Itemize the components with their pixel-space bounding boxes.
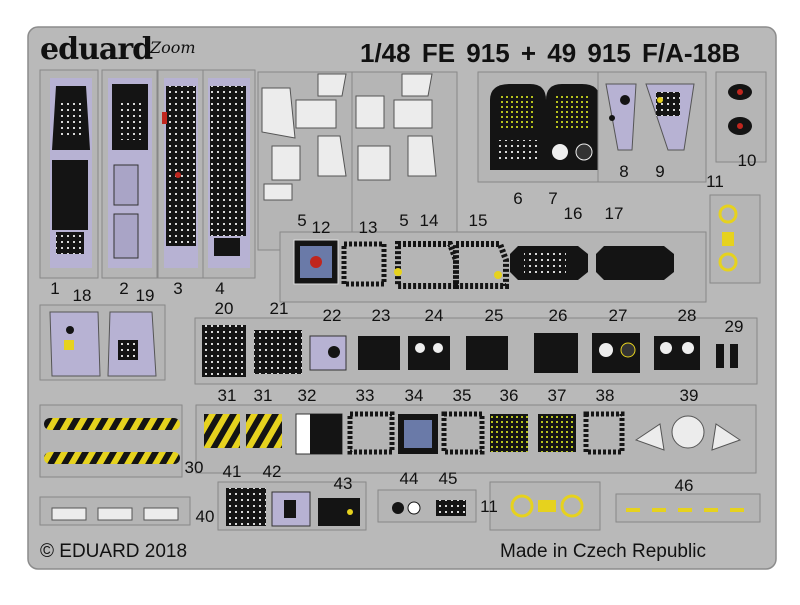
part-number-label: 42 <box>262 462 282 481</box>
part-number-label: 26 <box>548 306 568 325</box>
part-number-label: 23 <box>371 306 391 325</box>
origin-notice: Made in Czech Republic <box>500 541 706 562</box>
part-number-label: 32 <box>297 386 317 405</box>
part-number-label: 25 <box>484 306 504 325</box>
part-number-label: 11 <box>706 172 724 191</box>
part-number-label: 43 <box>333 474 353 493</box>
part-number-label: 8 <box>619 162 629 181</box>
part-number-label: 13 <box>358 218 378 237</box>
brand-logo: eduard <box>40 32 153 67</box>
part-11-buckle <box>709 194 761 284</box>
part-number-label: 24 <box>424 306 444 325</box>
part-1-panel <box>39 69 99 279</box>
part-number-label: 46 <box>674 476 694 495</box>
part-number-label: 30 <box>184 458 204 477</box>
part-number-label: 29 <box>724 317 744 336</box>
part-number-label: 22 <box>322 306 342 325</box>
part-9-side-panel <box>645 83 695 151</box>
part-number-label: 27 <box>608 306 628 325</box>
part-number-label: 31 <box>217 386 237 405</box>
part-number-label: 28 <box>677 306 697 325</box>
part-16-panel <box>510 246 588 280</box>
part-number-label: 39 <box>679 386 699 405</box>
part-2-panel <box>101 69 158 279</box>
part-number-label: 20 <box>214 299 234 318</box>
part-number-label: 17 <box>604 204 624 223</box>
part-number-label: 21 <box>269 299 289 318</box>
part-number-label: 4 <box>215 279 225 298</box>
part-5-brackets-right <box>351 71 458 251</box>
part-5-brackets-left <box>257 71 359 251</box>
part-30-warning-straps <box>39 404 183 478</box>
part-number-label: 2 <box>119 279 129 298</box>
part-40-strips <box>39 496 191 526</box>
series-logo: Zoom <box>150 38 196 57</box>
part-number-label: 1 <box>50 279 60 298</box>
part-number-label: 15 <box>468 211 488 230</box>
part-number-label: 6 <box>513 189 523 208</box>
part-number-label: 34 <box>404 386 424 405</box>
parts-31-39-row <box>195 404 757 474</box>
copyright-notice: © EDUARD 2018 <box>40 541 188 562</box>
part-number-label: 19 <box>135 286 155 305</box>
part-number-label: 5 <box>297 211 307 230</box>
part-number-label: 9 <box>655 162 665 181</box>
part-number-label: 35 <box>452 386 472 405</box>
part-number-label: 18 <box>72 286 92 305</box>
part-number-label: 12 <box>311 218 331 237</box>
part-3-panel <box>157 69 204 279</box>
parts-20-29-row <box>194 317 758 385</box>
product-code: 1/48 FE 915 + 49 915 F/A-18B <box>360 38 741 68</box>
part-17-panel <box>596 246 674 280</box>
part-18-19-panels <box>39 304 166 381</box>
part-number-label: 40 <box>195 507 215 526</box>
part-46-pins <box>615 493 761 523</box>
part-number-label: 11 <box>480 497 498 516</box>
part-7-display-panel <box>546 84 600 170</box>
parts-41-43 <box>217 481 367 531</box>
part-number-label: 31 <box>253 386 273 405</box>
part-number-label: 16 <box>563 204 583 223</box>
part-number-label: 7 <box>548 189 558 208</box>
part-number-label: 37 <box>547 386 567 405</box>
part-number-label: 36 <box>499 386 519 405</box>
part-number-label: 5 <box>399 211 409 230</box>
part-number-label: 10 <box>737 151 757 170</box>
part-11-buckle-second <box>489 481 601 531</box>
part-13-frame <box>341 241 387 287</box>
part-number-label: 3 <box>173 279 183 298</box>
parts-44-45 <box>377 489 477 523</box>
part-15-frame <box>453 241 509 289</box>
part-number-label: 14 <box>419 211 439 230</box>
part-number-label: 41 <box>222 462 242 481</box>
part-number-label: 44 <box>399 469 419 488</box>
part-10-knobs <box>715 71 767 163</box>
part-4-panel <box>202 69 256 279</box>
part-number-label: 33 <box>355 386 375 405</box>
part-number-label: 45 <box>438 469 458 488</box>
part-number-label: 38 <box>595 386 615 405</box>
